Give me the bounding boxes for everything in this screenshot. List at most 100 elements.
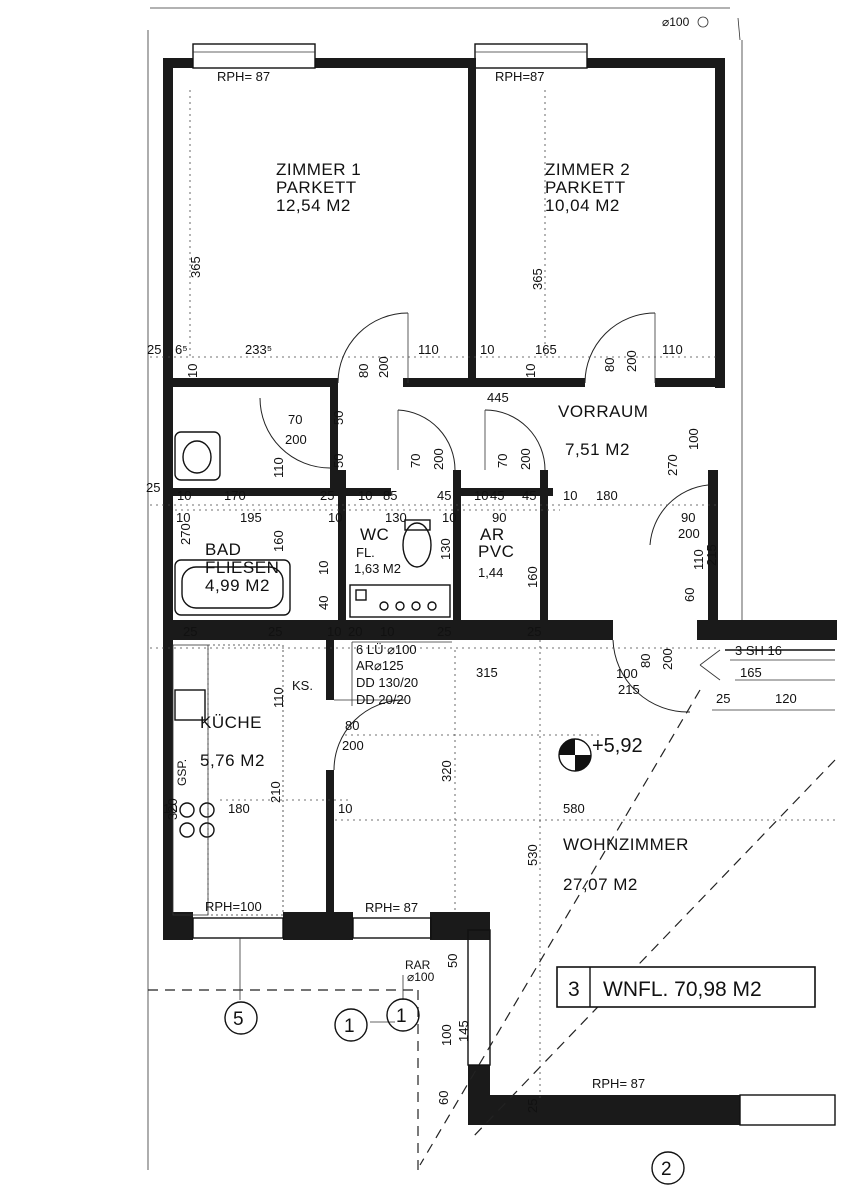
room-area: 27,07 M2 (563, 875, 638, 894)
dim-label: 200 (285, 432, 307, 447)
dim-label: 25 (437, 624, 451, 639)
room-name: ZIMMER 1 (276, 160, 361, 179)
room-name: BAD (205, 540, 241, 559)
doors (259, 312, 709, 771)
ks-label: KS. (292, 678, 313, 693)
sill-label: RPH=100 (205, 899, 262, 914)
dim-label: 215 (618, 682, 640, 697)
dim-label: 270 (665, 454, 680, 476)
dim-label: 270 (178, 523, 193, 545)
dim-label: 170 (224, 488, 246, 503)
toilet-icon (402, 522, 432, 568)
dim-label: 365 (530, 268, 545, 290)
axis-label: 5 (233, 1009, 244, 1030)
dim-label: 25 (183, 624, 197, 639)
room-floor: FLIESEN (205, 558, 279, 577)
dim-label: 60 (436, 1091, 451, 1105)
shaft-note: AR⌀125 (356, 658, 404, 673)
room-vorraum: VORRAUM 7,51 M2 (558, 402, 648, 459)
dim-label: 365 (188, 256, 203, 278)
room-area: 7,51 M2 (565, 440, 630, 459)
room-wohnzimmer: WOHNZIMMER 27,07 M2 (563, 835, 689, 894)
dim-label: 445 (487, 390, 509, 405)
room-name: ZIMMER 2 (545, 160, 630, 179)
dim-label: 70 (495, 454, 510, 468)
door-wc (397, 409, 456, 471)
room-area: 1,63 M2 (354, 561, 401, 576)
axis-marker (224, 1001, 258, 1035)
washbasin-icon (174, 431, 221, 481)
dim-label: 160 (525, 566, 540, 588)
door-kueche (333, 699, 405, 771)
dim-label: 80 (602, 358, 617, 372)
door-bad (259, 397, 331, 469)
dim-label: 25 (268, 624, 282, 639)
unit-area-box: 3 WNFL. 70,98 M2 (556, 966, 816, 1008)
dim-label: 45 (490, 488, 504, 503)
shaft-notes: 6 LÜ ⌀100 AR⌀125 DD 130/20 DD 20/20 (351, 641, 452, 707)
room-area: 12,54 M2 (276, 196, 351, 215)
dim-label: 10 (563, 488, 577, 503)
room-name: WOHNZIMMER (563, 835, 689, 854)
dim-label: 110 (271, 687, 286, 708)
door-zimmer2 (584, 312, 656, 384)
dim-label: 70 (288, 412, 302, 427)
room-name: VORRAUM (558, 402, 648, 421)
room-area: 10,04 M2 (545, 196, 620, 215)
paper-frame (147, 7, 743, 1170)
unit-number: 3 (568, 978, 580, 1001)
dim-label: 25 (527, 624, 541, 639)
room-floor: PARKETT (276, 178, 357, 197)
dimension-labels: 25 6⁵ 233⁵ 110 10 165 110 445 70 200 25 … (146, 256, 797, 1113)
room-name: KÜCHE (200, 713, 262, 732)
dim-label: 200 (342, 738, 364, 753)
axis-marker (651, 1151, 685, 1185)
dim-label: 200 (660, 648, 675, 670)
dim-label: 45 (437, 488, 451, 503)
dim-label: 90 (681, 510, 695, 525)
dim-label: 25 (716, 691, 730, 706)
room-kueche: KÜCHE 5,76 M2 (200, 713, 264, 770)
room-ar: AR PVC 1,44 (478, 525, 514, 580)
dim-label: 10 (523, 364, 538, 378)
wall-top-right (587, 58, 722, 68)
dim-label: 110 (271, 457, 286, 478)
fixtures (172, 431, 835, 916)
wall-left (163, 58, 173, 628)
pipe-mark: ⌀100 (662, 15, 690, 29)
wall-top-mid (315, 58, 475, 68)
dim-label: 60 (682, 588, 697, 602)
wall-z1-z2 (468, 58, 476, 383)
dim-label: 20 (348, 624, 362, 639)
room-floor: PVC (478, 542, 514, 561)
axis-label: 1 (396, 1006, 407, 1027)
dim-label: 195 (240, 510, 262, 525)
dim-label: 200 (518, 448, 533, 470)
room-wc: WC FL. 1,63 M2 (354, 525, 401, 576)
dim-label: 215 (704, 544, 719, 566)
dim-label: 320 (439, 760, 454, 782)
dim-label: 25 (525, 1099, 540, 1113)
dim-label: 200 (678, 526, 700, 541)
dim-label: 10 (176, 510, 190, 525)
dim-label: 145 (456, 1020, 471, 1042)
bathtub-icon (174, 559, 291, 616)
dim-label: 80 (638, 654, 653, 668)
dim-label: 110 (662, 342, 683, 357)
dim-label: 100 (439, 1024, 454, 1046)
dim-label: 80 (356, 364, 371, 378)
gsp-label: GSP. (175, 759, 189, 786)
dim-label: 130 (385, 510, 407, 525)
axis-label: 2 (661, 1159, 672, 1180)
rar-label: RAR (405, 958, 431, 972)
dim-label: 160 (271, 530, 286, 552)
axis-label: 1 (344, 1016, 355, 1037)
dim-label: 100 (686, 428, 701, 450)
dim-label: 315 (476, 665, 498, 680)
dim-label: 10 (163, 801, 177, 816)
dim-label: 25 (146, 480, 160, 495)
dim-label: 10 (328, 510, 342, 525)
dim-label: 80 (345, 718, 359, 733)
dim-label: 10 (442, 510, 456, 525)
dim-label: 530 (525, 844, 540, 866)
